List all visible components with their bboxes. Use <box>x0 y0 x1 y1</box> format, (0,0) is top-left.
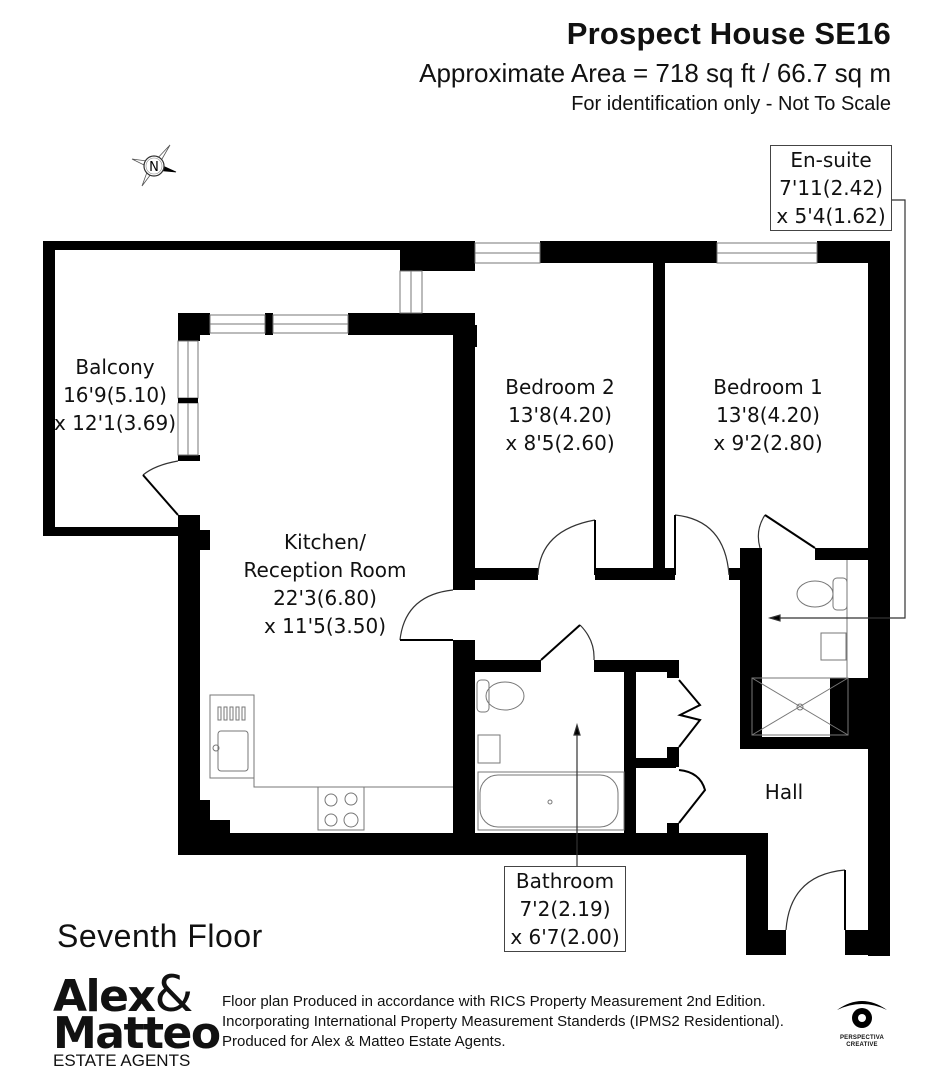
room-dimension: x 9'2(2.80) <box>713 431 823 455</box>
room-name: Reception Room <box>243 558 407 582</box>
room-dimension: x 12'1(3.69) <box>53 411 177 435</box>
footer-line: Floor plan Produced in accordance with R… <box>222 993 766 1010</box>
room-name: Bathroom <box>515 869 615 893</box>
room-name: Bedroom 1 <box>713 375 823 399</box>
kitchen-fixtures <box>209 694 453 831</box>
room-name: Balcony <box>75 355 155 379</box>
door-swings <box>142 460 846 931</box>
footer-line: Produced for Alex & Matteo Estate Agents… <box>222 1033 506 1050</box>
callout-bathroom: Bathroom 7'2(2.19) x 6'7(2.00) <box>504 866 626 952</box>
room-dimension: x 5'4(1.62) <box>776 204 886 228</box>
footer-line: Incorporating International Property Mea… <box>222 1013 784 1030</box>
room-dimension: x 11'5(3.50) <box>263 614 387 638</box>
room-hall: Hall <box>765 778 803 806</box>
room-bedroom-1: Bedroom 1 13'8(4.20) x 9'2(2.80) <box>713 373 823 457</box>
room-balcony: Balcony 16'9(5.10) x 12'1(3.69) <box>54 353 176 437</box>
room-dimension: 7'11(2.42) <box>779 176 883 200</box>
room-name: Hall <box>764 780 804 804</box>
room-dimension: 13'8(4.20) <box>508 403 612 427</box>
room-bedroom-2: Bedroom 2 13'8(4.20) x 8'5(2.60) <box>505 373 615 457</box>
approximate-area: Approximate Area = 718 sq ft / 66.7 sq m <box>419 58 891 88</box>
property-title: Prospect House SE16 <box>566 16 891 51</box>
room-name: Kitchen/ <box>284 530 366 554</box>
room-dimension: 22'3(6.80) <box>273 586 377 610</box>
callout-leaders <box>573 199 906 867</box>
floor-name: Seventh Floor <box>57 918 263 954</box>
bathroom-fixtures <box>476 679 625 831</box>
room-dimension: x 6'7(2.00) <box>510 925 620 949</box>
callout-ensuite: En-suite 7'11(2.42) x 5'4(1.62) <box>770 145 892 231</box>
room-kitchen-reception: Kitchen/ Reception Room 22'3(6.80) x 11'… <box>244 528 407 640</box>
logo-ampersand: & <box>154 965 194 1023</box>
agency-logo: Alex& Matteo ESTATE AGENTS <box>53 969 221 1070</box>
room-name: Bedroom 2 <box>505 375 615 399</box>
perspectiva-creative-logo: PERSPECTIVA CREATIVE <box>834 996 890 1049</box>
windows <box>177 242 818 456</box>
logo-line-2: Matteo <box>53 1008 221 1059</box>
room-name: En-suite <box>790 148 872 172</box>
ensuite-fixtures <box>751 560 849 736</box>
eye-icon <box>837 1001 887 1028</box>
scale-disclaimer: For identification only - Not To Scale <box>571 93 891 115</box>
credit-line-1: PERSPECTIVA <box>839 1035 885 1041</box>
room-dimension: 16'9(5.10) <box>63 383 167 407</box>
room-dimension: x 8'5(2.60) <box>505 431 615 455</box>
walls <box>43 241 890 956</box>
room-dimension: 13'8(4.20) <box>716 403 820 427</box>
north-compass-icon: N <box>131 144 177 187</box>
logo-line-1: Alex <box>53 971 156 1022</box>
footer-notes: Floor plan Produced in accordance with R… <box>222 992 784 1052</box>
room-dimension: 7'2(2.19) <box>519 897 611 921</box>
compass-label: N <box>149 160 159 175</box>
credit-line-2: CREATIVE <box>846 1042 878 1048</box>
logo-line-3: ESTATE AGENTS <box>53 1051 191 1070</box>
